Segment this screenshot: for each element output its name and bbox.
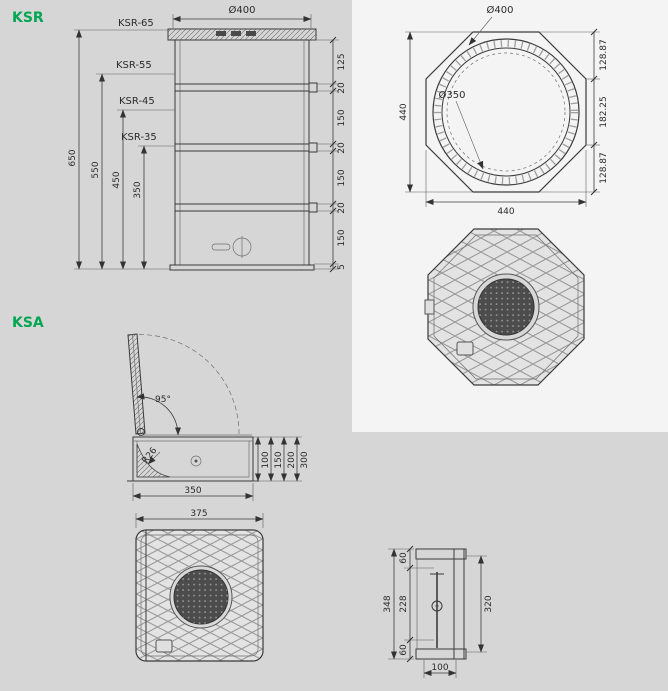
ksr-grate-cover bbox=[424, 228, 585, 386]
ksr-base-plate bbox=[169, 264, 315, 271]
section-rod bbox=[430, 572, 444, 648]
topview-inner-diameter: Ø350 bbox=[439, 89, 466, 101]
ksr-front-elevation: Ø400 bbox=[68, 4, 347, 273]
section-bottom-dim: 100 bbox=[423, 660, 457, 678]
dim-60-top: 60 bbox=[399, 552, 409, 564]
dim-440-bottom: 440 bbox=[497, 207, 514, 217]
ksr-lid bbox=[167, 28, 317, 41]
dim-150c: 150 bbox=[337, 229, 347, 246]
grate-hinge-notch bbox=[424, 299, 435, 315]
dim-300: 300 bbox=[300, 451, 310, 468]
dim-20b: 20 bbox=[337, 142, 347, 154]
topview-outer-diameter: Ø400 bbox=[487, 4, 514, 16]
opening-angle-label: 95° bbox=[155, 395, 171, 405]
ksr-bottom-detail bbox=[211, 236, 252, 258]
variant-label-ksr35: KSR-35 bbox=[121, 132, 157, 143]
dim-348: 348 bbox=[383, 595, 393, 612]
ksr-height-dims: 650 550 450 350 bbox=[68, 29, 175, 270]
topview-left-dim: 440 bbox=[399, 31, 473, 193]
dim-375: 375 bbox=[190, 509, 207, 519]
frame-octagon bbox=[425, 31, 587, 193]
dim-12887-bottom: 128.87 bbox=[599, 152, 609, 184]
ksr-right-chain-dims: 125 20 150 20 150 20 150 5 bbox=[311, 36, 347, 273]
ksr-shaft-body bbox=[174, 39, 310, 266]
dim-20c: 20 bbox=[337, 202, 347, 214]
dim-60-bottom: 60 bbox=[399, 644, 409, 656]
shaft-joints bbox=[175, 82, 318, 213]
section-bottom-bar bbox=[415, 648, 467, 660]
ksa-side-view: 95° R26 100 150 200 bbox=[127, 333, 310, 501]
dim-150b: 150 bbox=[337, 169, 347, 186]
dim-5: 5 bbox=[337, 264, 347, 270]
section-top-bar bbox=[415, 548, 467, 560]
topview-bottom-dim: 440 bbox=[425, 150, 587, 217]
topview-right-chain: 128.87 182.25 128.87 bbox=[539, 28, 609, 196]
ksa-corner-gusset bbox=[136, 443, 171, 478]
dim-350: 350 bbox=[133, 181, 143, 198]
variant-label-ksr45: KSR-45 bbox=[119, 96, 155, 107]
variant-label-ksr55: KSR-55 bbox=[116, 60, 152, 71]
dim-550: 550 bbox=[91, 161, 101, 178]
dim-200: 200 bbox=[287, 451, 297, 468]
dim-320: 320 bbox=[484, 595, 494, 612]
dim-440-left: 440 bbox=[399, 103, 409, 120]
dim-228: 228 bbox=[399, 595, 409, 612]
dim-350-width: 350 bbox=[184, 486, 201, 496]
lid-vent-slots bbox=[216, 31, 256, 36]
section-right-dim: 320 bbox=[466, 555, 494, 653]
ksa-cover-width-dim: 375 bbox=[135, 509, 264, 528]
dim-150a: 150 bbox=[337, 109, 347, 126]
section-right-wall bbox=[453, 548, 465, 660]
variant-label-ksr65: KSR-65 bbox=[118, 18, 154, 29]
ksr-section-label: KSR bbox=[12, 10, 44, 26]
ksa-section-label: KSA bbox=[12, 315, 44, 331]
ksr-front-top-diameter: Ø400 bbox=[229, 4, 256, 16]
ksa-cover-lock-plate bbox=[155, 639, 173, 653]
dim-100: 100 bbox=[261, 451, 271, 468]
dim-18225: 182.25 bbox=[599, 96, 609, 128]
dim-12887-top: 128.87 bbox=[599, 39, 609, 71]
ksa-cover-top-view: 375 bbox=[135, 509, 264, 662]
dim-450: 450 bbox=[112, 171, 122, 188]
grate-lock-plate bbox=[456, 341, 474, 356]
ksa-section-view: 348 60 228 60 320 100 bbox=[383, 545, 494, 678]
dim-20a: 20 bbox=[337, 82, 347, 94]
dim-100-width: 100 bbox=[431, 663, 448, 673]
dim-150: 150 bbox=[274, 451, 284, 468]
dim-125: 125 bbox=[337, 53, 347, 70]
dim-650: 650 bbox=[68, 149, 78, 166]
corner-radius-label: R26 bbox=[141, 446, 160, 466]
ksa-width-dim: 350 bbox=[132, 483, 254, 501]
section-left-dims: 348 60 228 60 bbox=[383, 545, 434, 663]
ksr-top-view: Ø400 Ø350 440 440 bbox=[399, 4, 609, 217]
ksa-depth-dims: 100 150 200 300 bbox=[253, 436, 310, 482]
